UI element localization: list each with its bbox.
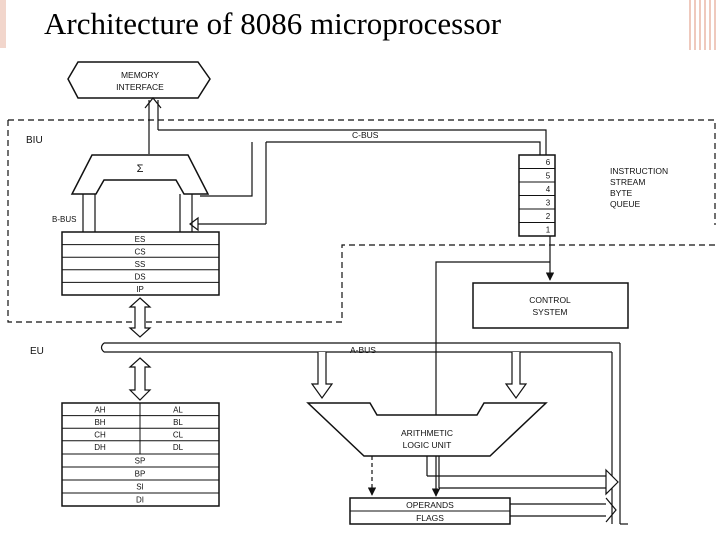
biu-eu-transfer-arrow [128,297,152,338]
memory-interface-label-2: INTERFACE [116,82,164,92]
alu-input-arrow-left [310,352,334,400]
a-bus [100,342,628,525]
register-bp: BP [135,470,146,479]
control-system-label-1: CONTROL [529,295,571,305]
corner-decoration [689,0,716,50]
register-es: ES [135,235,146,244]
register-ds: DS [134,273,145,282]
register-dh: DH [94,443,106,452]
c-bus-label: C-BUS [352,130,379,140]
queue-slot: 6 [546,158,551,167]
flags-bus-arrow [605,497,617,523]
queue-label-line: BYTE [610,188,633,198]
register-bh: BH [94,418,105,427]
b-bus-label: B-BUS [52,215,76,224]
register-cl: CL [173,431,184,440]
register-ss: SS [135,260,146,269]
register-transfer-arrow [128,357,152,401]
register-ch: CH [94,431,106,440]
register-dl: DL [173,443,184,452]
flags-bus [510,503,606,517]
address-adder [70,154,210,195]
sigma-label: Σ [137,163,144,175]
alu-output-bus [426,456,606,489]
accent-bar [0,0,6,48]
queue-label-line: INSTRUCTION [610,166,668,176]
alu-label-1: ARITHMETIC [401,428,453,438]
biu-label: BIU [26,135,43,146]
alu-output-arrow [605,468,619,496]
alu-input-arrow-right [504,352,528,400]
a-bus-label: A-BUS [350,345,376,355]
register-ip: IP [136,285,144,294]
queue-slot: 5 [546,172,551,181]
queue-slot: 1 [546,226,551,235]
register-di: DI [136,496,144,505]
memory-interface-box [67,61,211,99]
c-bus-arrow [189,216,199,232]
operands-label: OPERANDS [406,500,454,510]
register-cs: CS [134,248,145,257]
b-bus [82,194,193,232]
register-ah: AH [94,406,105,415]
register-si: SI [136,483,144,492]
queue-label-line: QUEUE [610,199,641,209]
memory-interface-label-1: MEMORY [121,70,159,80]
alu-label-2: LOGIC UNIT [403,440,452,450]
slide-title: Architecture of 8086 microprocessor [44,6,502,41]
register-bl: BL [173,418,183,427]
alu-shape [306,402,548,457]
queue-slot: 4 [546,185,551,194]
control-system-box [472,282,629,329]
register-sp: SP [135,457,146,466]
unit-boundaries [7,119,716,323]
register-al: AL [173,406,183,415]
queue-slot: 3 [546,199,551,208]
queue-slot: 2 [546,212,551,221]
eu-label: EU [30,346,44,357]
queue-label-line: STREAM [610,177,645,187]
c-bus [158,129,547,225]
flags-label: FLAGS [416,513,444,523]
memory-bus [144,97,162,154]
segment-registers-box [61,231,220,296]
control-system-label-2: SYSTEM [533,307,568,317]
